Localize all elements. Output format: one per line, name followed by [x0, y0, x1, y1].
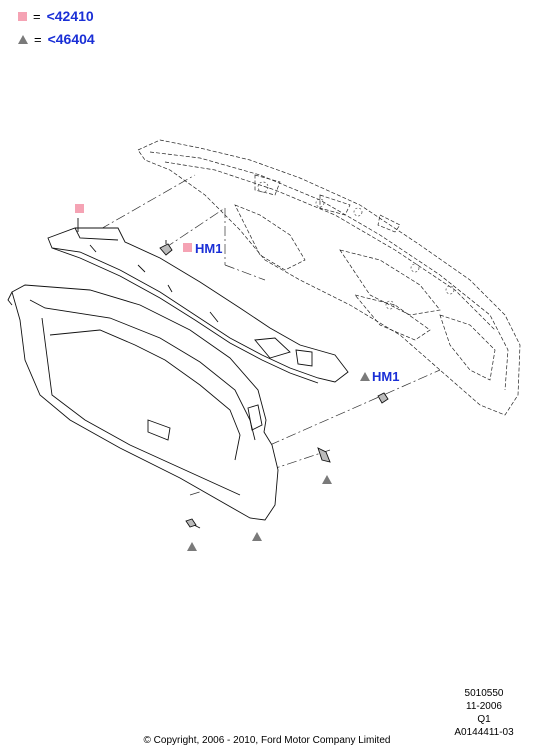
pink-square-icon	[18, 11, 27, 21]
legend-row-triangle: = <46404	[18, 31, 95, 47]
legend-value: <42410	[46, 8, 94, 24]
part-number: 5010550	[464, 688, 504, 699]
upper-trim-panel	[47, 227, 349, 384]
gray-triangle-icon	[18, 34, 28, 44]
gray-triangle-icon	[322, 475, 332, 484]
gray-triangle-icon	[187, 542, 197, 551]
pink-square-icon	[183, 243, 192, 252]
diagram-code: Q1	[477, 714, 491, 725]
lower-trim-panel	[7, 284, 279, 521]
legend-equals: =	[34, 31, 42, 47]
copyright-notice: © Copyright, 2006 - 2010, Ford Motor Com…	[143, 735, 391, 746]
legend-equals: =	[33, 8, 41, 24]
tailgate-door-outline	[137, 139, 521, 416]
diagram-ref: A0144411-03	[454, 727, 514, 738]
hm1-callout-upper: HM1	[195, 241, 223, 256]
pink-square-icon	[75, 204, 84, 213]
legend-value: <46404	[47, 31, 95, 47]
gray-triangle-icon	[360, 372, 370, 381]
fastener-clips	[77, 218, 389, 529]
diagram-date: 11-2006	[466, 701, 502, 712]
legend-row-square: = <42410	[18, 8, 94, 24]
gray-triangle-icon	[252, 532, 262, 541]
hm1-callout-right: HM1	[372, 369, 400, 384]
